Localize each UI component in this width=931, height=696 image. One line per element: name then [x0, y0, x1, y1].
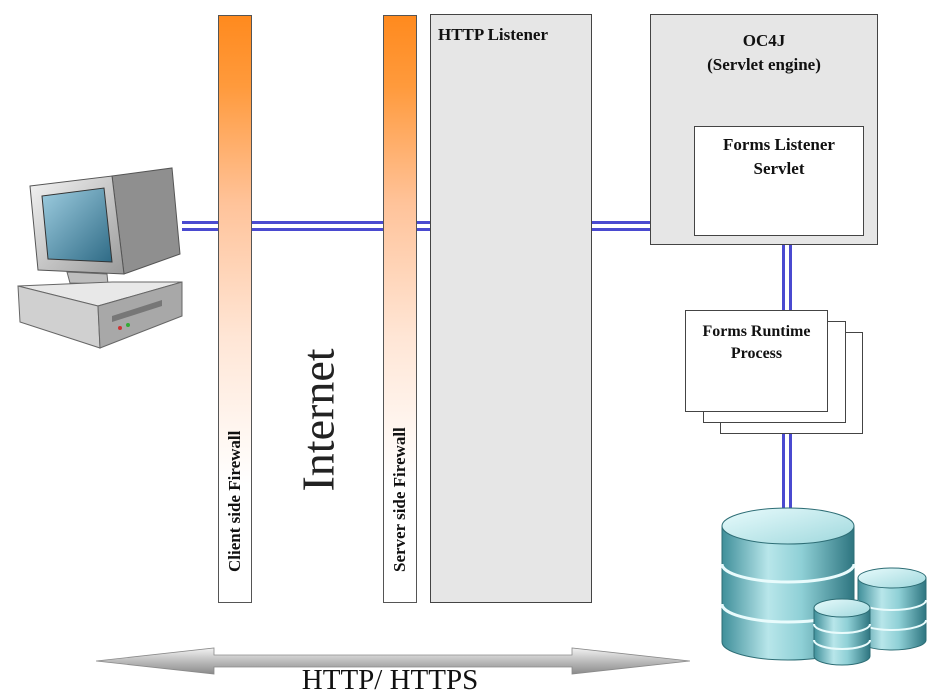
database-small-cylinder	[813, 598, 871, 666]
server-firewall-label: Server side Firewall	[390, 427, 409, 572]
forms-runtime-process-box: Forms Runtime Process	[685, 310, 828, 412]
forms-listener-servlet-box: Forms Listener Servlet	[694, 126, 864, 236]
protocol-label: HTTP/ HTTPS	[301, 664, 479, 696]
database-cylinders-icon	[720, 507, 927, 666]
forms-listener-servlet-line1: Forms Listener	[723, 135, 835, 154]
database-right-cylinder	[857, 567, 927, 651]
client-firewall-label: Client side Firewall	[225, 430, 244, 572]
client-side-firewall: Client side Firewall	[218, 15, 252, 603]
forms-runtime-line1: Forms Runtime	[702, 323, 811, 340]
oc4j-subtitle: (Servlet engine)	[707, 55, 821, 74]
desktop-computer-icon	[17, 167, 183, 349]
connection-oc4j-to-runtime	[779, 244, 795, 312]
server-side-firewall: Server side Firewall	[383, 15, 417, 603]
http-listener-box: HTTP Listener	[430, 14, 592, 603]
internet-label: Internet	[292, 348, 344, 492]
forms-listener-servlet-line2: Servlet	[753, 159, 805, 178]
connection-runtime-to-database	[779, 432, 795, 512]
double-headed-arrow-icon	[96, 647, 690, 675]
forms-runtime-line2: Process	[730, 345, 783, 362]
oc4j-title: OC4J	[742, 31, 786, 50]
http-listener-title: HTTP Listener	[438, 25, 549, 44]
